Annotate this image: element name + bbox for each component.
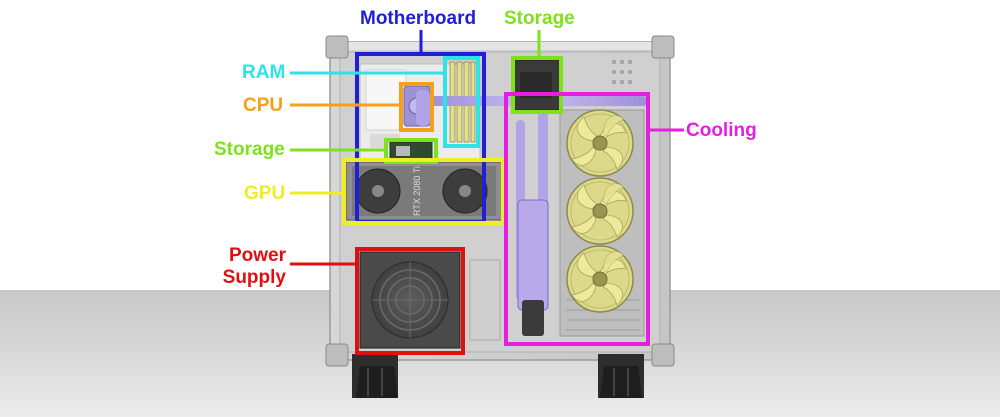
ram-label: RAM (242, 62, 286, 83)
power-supply-label-line2: Supply (222, 267, 286, 288)
storage-mid-label: Storage (214, 139, 285, 160)
ram-box (443, 56, 480, 148)
cpu-label: CPU (243, 95, 284, 116)
gpu-label: GPU (244, 183, 286, 204)
storage-top-label: Storage (504, 8, 575, 29)
fan-icon (566, 109, 634, 177)
fan-icon (566, 245, 634, 313)
reservoir (517, 199, 549, 311)
psu-fan-grille-icon (359, 251, 461, 349)
motherboard-label: Motherboard (360, 8, 477, 29)
cooling-label: Cooling (686, 120, 757, 141)
power-supply-box (355, 247, 465, 355)
cooling-box (504, 92, 650, 346)
cpu-box (399, 82, 434, 132)
power-supply-label-line1: Power (228, 245, 286, 266)
gpu-card-icon: RTX 2080 Ti (345, 161, 503, 221)
fan-icon (566, 177, 634, 245)
storage-top-box (511, 56, 563, 114)
gpu-model-text: RTX 2080 Ti (412, 166, 422, 216)
